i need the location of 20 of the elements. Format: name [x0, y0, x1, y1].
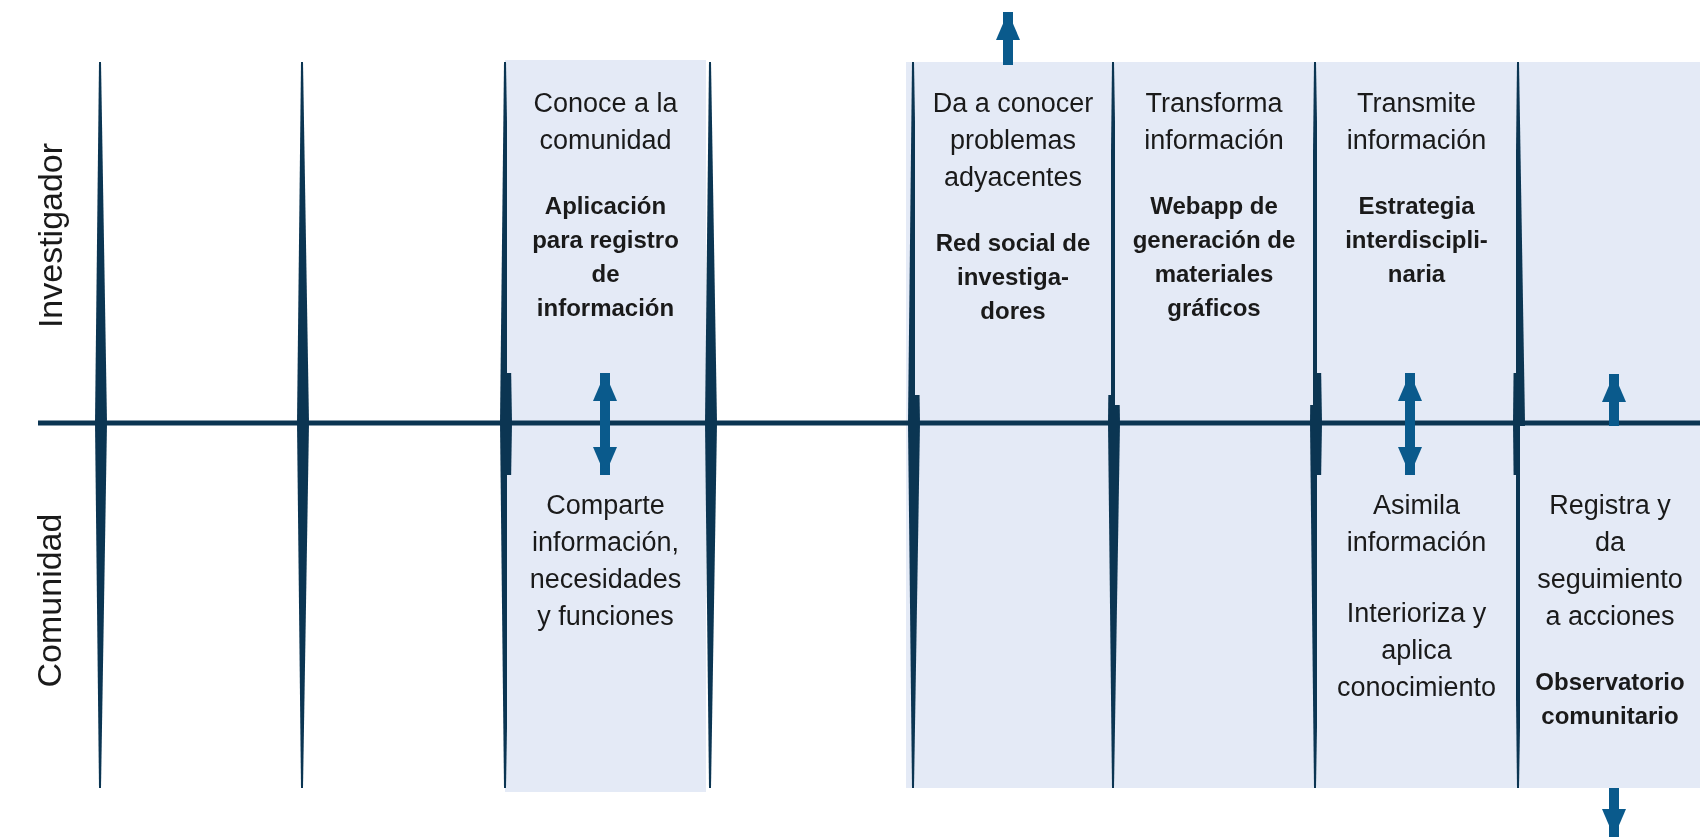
activity-text: Interioriza y aplica conocimiento	[1335, 597, 1498, 704]
lane-label: Investigador	[30, 142, 70, 328]
arrow	[1398, 373, 1422, 475]
tool-name: Aplicación para registro de información	[531, 191, 680, 323]
arrow	[1602, 374, 1626, 426]
tool-name: Red social de investiga-dores	[934, 228, 1092, 326]
activity-text: Asimila información	[1345, 489, 1488, 559]
activity-text: Transforma información	[1143, 87, 1285, 157]
activity-text: Da a conocer problemas adyacentes	[931, 87, 1095, 194]
activity-text: Comparte información, necesidades y funciones	[528, 489, 683, 633]
arrow	[996, 12, 1020, 65]
tool-name: Observatorio comunitario	[1535, 667, 1685, 731]
tool-name: Webapp de generación de materiales gráficos	[1131, 191, 1297, 323]
arrow	[593, 373, 617, 475]
activity-text: Registra y da seguimiento a acciones	[1536, 489, 1684, 633]
activity-text: Conoce a la comunidad	[532, 87, 679, 157]
activity-text: Transmite información	[1345, 87, 1488, 157]
tool-name: Estrategia interdiscipli-naria	[1344, 191, 1489, 289]
lane-label: Comunidad	[30, 513, 70, 687]
arrow	[1602, 788, 1626, 837]
